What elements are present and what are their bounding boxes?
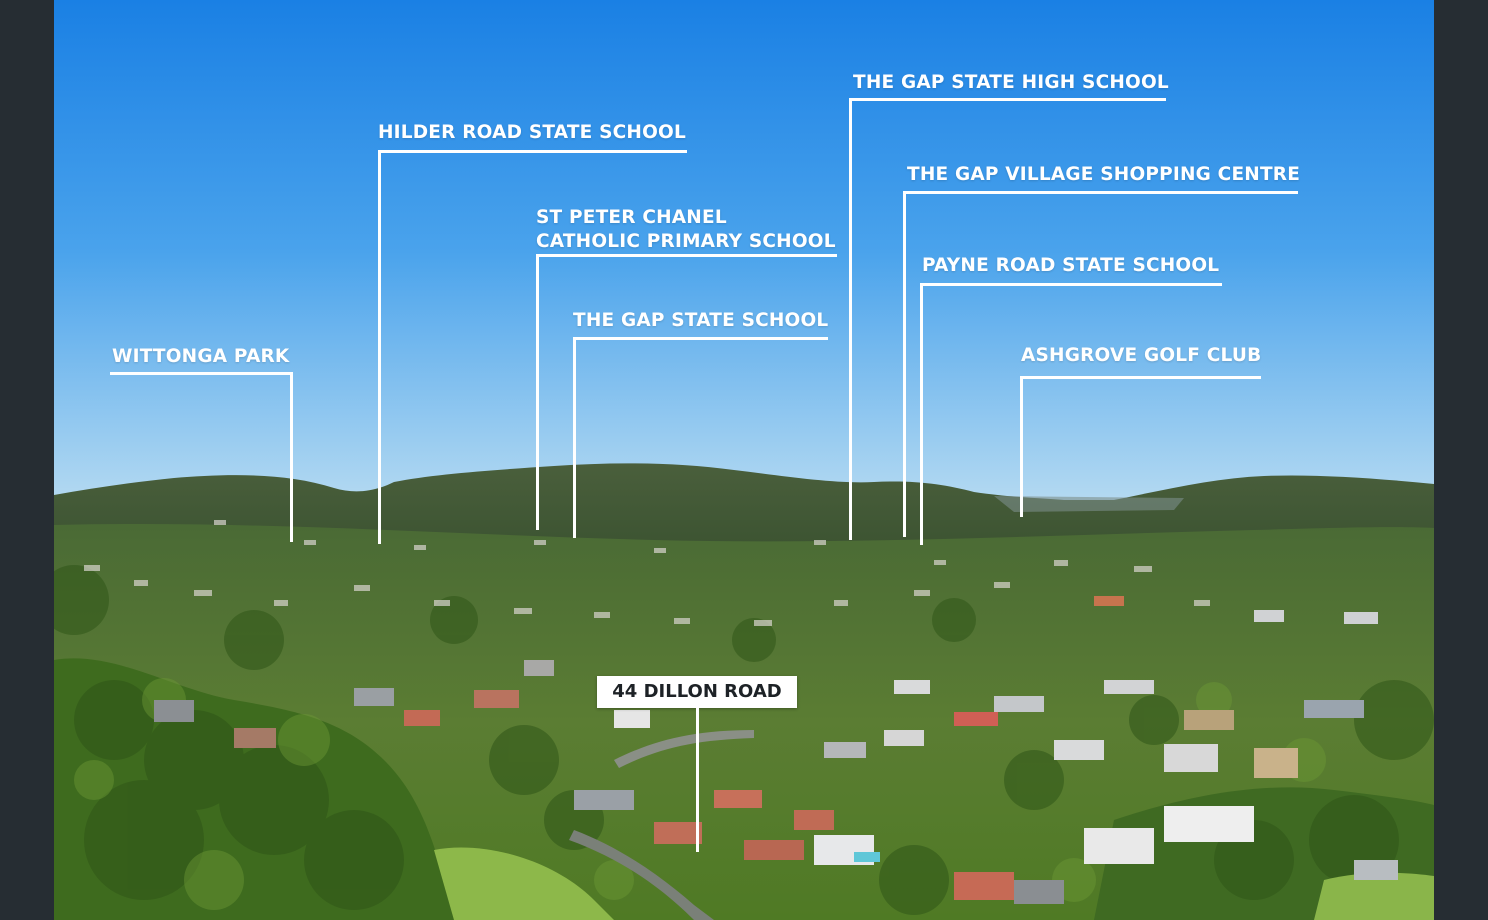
road: [569, 830, 714, 920]
leader-gap-village-h: [903, 191, 1298, 194]
property-pin-stem: [696, 708, 699, 852]
grass-patch-right: [1314, 872, 1434, 920]
label-hilder-road: HILDER ROAD STATE SCHOOL: [378, 122, 686, 143]
grass-patch: [434, 847, 614, 920]
label-gap-village: THE GAP VILLAGE SHOPPING CENTRE: [907, 164, 1301, 185]
label-st-peter-chanel-line2: CATHOLIC PRIMARY SCHOOL: [536, 231, 836, 252]
leader-wittonga-park-h: [110, 372, 293, 375]
leader-ashgrove-golf-v: [1020, 376, 1023, 517]
aerial-photo: [54, 0, 1434, 920]
leader-payne-road-h: [920, 283, 1222, 286]
property-address: 44 DILLON ROAD: [612, 681, 782, 702]
leader-gap-village-v: [903, 191, 906, 537]
leader-ashgrove-golf-h: [1020, 376, 1261, 379]
label-payne-road: PAYNE ROAD STATE SCHOOL: [922, 255, 1220, 276]
label-wittonga-park: WITTONGA PARK: [112, 346, 290, 367]
property-pin: 44 DILLON ROAD: [597, 676, 797, 708]
leader-gap-high-school-h: [849, 98, 1166, 101]
leader-hilder-road-v: [378, 150, 381, 544]
label-st-peter-chanel-line1: ST PETER CHANEL: [536, 207, 727, 228]
leader-wittonga-park-v: [290, 372, 293, 542]
leader-st-peter-chanel-h: [536, 254, 837, 257]
houses: [154, 596, 1398, 904]
label-gap-state-school: THE GAP STATE SCHOOL: [573, 310, 829, 331]
distant-roofs: [84, 520, 1210, 626]
leader-hilder-road-h: [378, 150, 687, 153]
leader-payne-road-v: [920, 283, 923, 545]
leader-st-peter-chanel-v: [536, 254, 539, 530]
pool: [854, 852, 880, 862]
sky: [54, 0, 1434, 560]
leader-gap-state-school-v: [573, 337, 576, 538]
label-gap-high-school: THE GAP STATE HIGH SCHOOL: [853, 72, 1169, 93]
road-curve: [614, 730, 754, 768]
leader-gap-high-school-v: [849, 98, 852, 540]
leader-gap-state-school-h: [573, 337, 828, 340]
hazy-ridge: [994, 496, 1184, 512]
label-ashgrove-golf: ASHGROVE GOLF CLUB: [1021, 345, 1262, 366]
